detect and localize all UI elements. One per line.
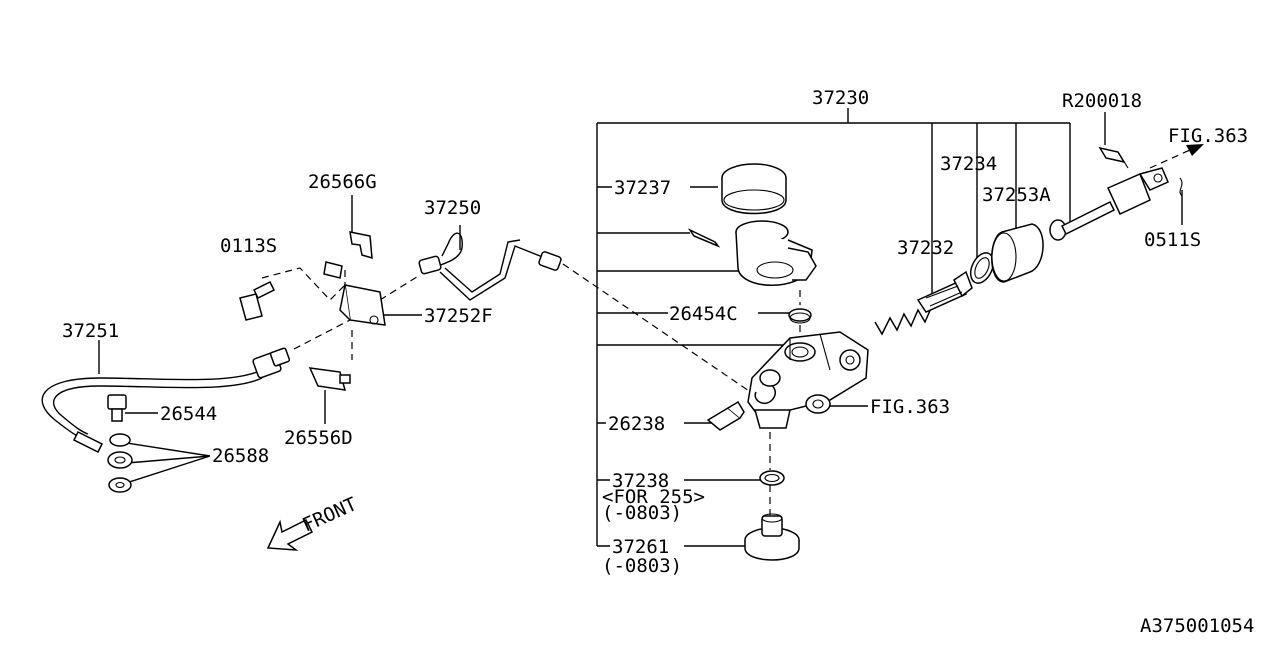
seal-26454c: [788, 308, 812, 324]
o-ring-37238: [759, 470, 785, 486]
label-note-0803-b: (-0803): [602, 555, 682, 577]
label-37232: 37232: [897, 237, 954, 259]
label-37230: 37230: [812, 87, 869, 109]
mounting-bolt: [805, 394, 831, 414]
label-front: FRONT: [299, 493, 360, 536]
label-note-for255: <FOR 255>: [602, 486, 705, 508]
label-37253a: 37253A: [982, 184, 1051, 206]
label-note-0803-a: (-0803): [602, 502, 682, 524]
label-26544: 26544: [160, 403, 217, 425]
piston-spring-37232: [874, 270, 973, 336]
label-37234: 37234: [940, 153, 997, 175]
label-37238: 37238: [612, 470, 669, 492]
label-fig363-mid: FIG.363: [870, 396, 950, 418]
label-0511s: 0511S: [1144, 229, 1201, 251]
label-r200018: R200018: [1062, 90, 1142, 112]
front-arrow-icon: [266, 518, 314, 551]
reservoir-body: [687, 220, 817, 286]
leader-lines: [98, 108, 1183, 547]
clutch-pipe-37250: [418, 232, 562, 301]
master-cylinder-body: [747, 331, 869, 429]
label-37237: 37237: [614, 177, 671, 199]
label-26238: 26238: [608, 413, 665, 435]
part-labels: 37230 R200018 FIG.363 37237 37234 37253A…: [62, 87, 1254, 637]
clutch-hose-37251: [41, 347, 291, 454]
label-drawing-id: A375001054: [1140, 615, 1254, 637]
fig363-arrow: [1149, 144, 1204, 169]
bleeder-screw-26238: [706, 400, 745, 431]
label-26566g: 26566G: [308, 171, 377, 193]
seals-37234-37253a: [969, 223, 1044, 284]
label-37252f: 37252F: [424, 305, 493, 327]
label-26454c: 26454C: [669, 303, 738, 325]
label-26556d: 26556D: [284, 427, 353, 449]
label-37251: 37251: [62, 320, 119, 342]
label-37261: 37261: [612, 536, 669, 558]
plug-37261: [744, 513, 800, 561]
bolt-26544-washers-26588: [107, 394, 133, 493]
reservoir-cap-37237: [721, 163, 787, 215]
label-37250: 37250: [424, 197, 481, 219]
label-fig363-top: FIG.363: [1168, 125, 1248, 147]
bracket-37252f-and-clips: [239, 231, 386, 391]
label-26588: 26588: [212, 445, 269, 467]
push-rod-clevis: [1049, 146, 1183, 241]
label-0113s: 0113S: [220, 235, 277, 257]
